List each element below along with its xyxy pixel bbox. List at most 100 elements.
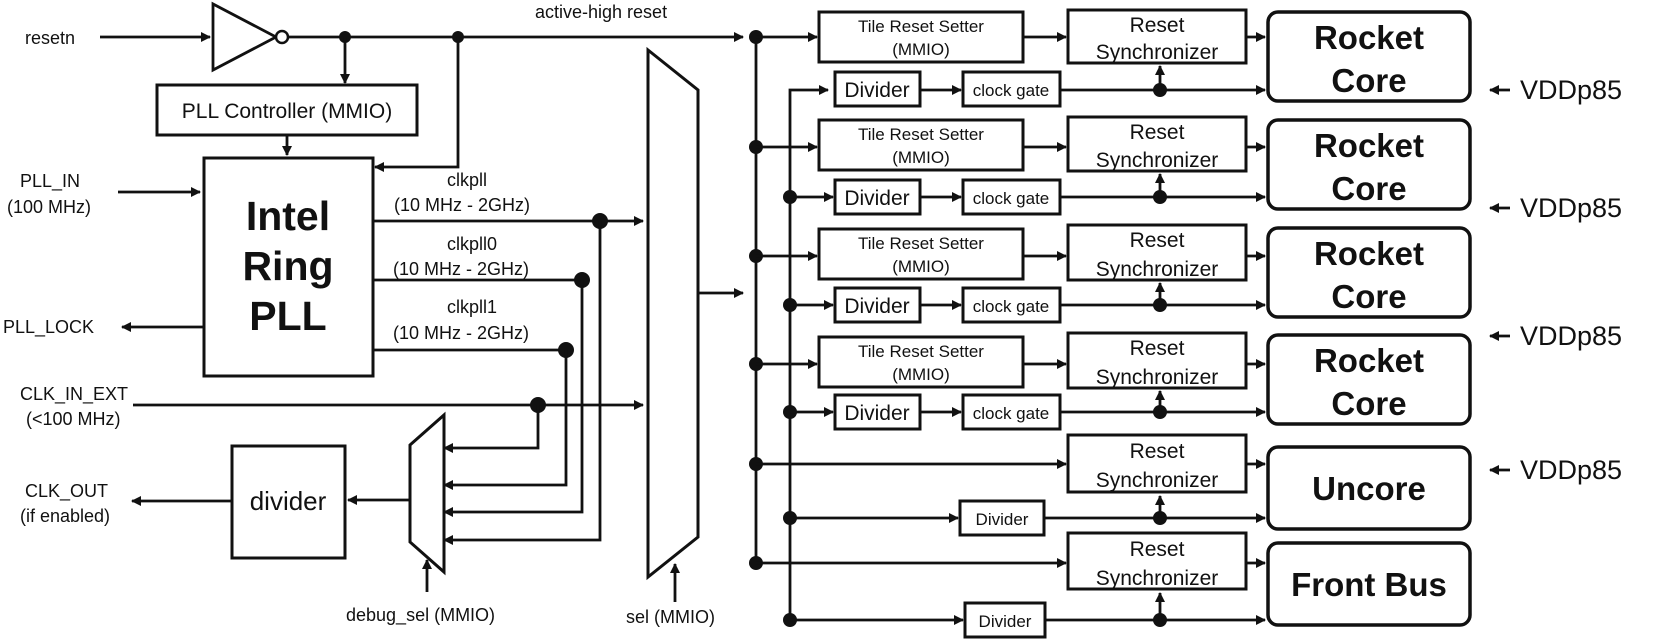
- reset-synchronizer-block: [1066, 115, 1248, 173]
- rocket-core-block: [1266, 226, 1472, 319]
- rocket-core-block: [1266, 333, 1472, 426]
- reset-synchronizer-block: [1066, 8, 1248, 65]
- clock-gate-block: [961, 286, 1062, 324]
- front-bus-domain: Reset Synchronizer Divider Front Bus: [749, 531, 1472, 639]
- reset-synchronizer-block: [1066, 331, 1248, 390]
- debug-sel-label: debug_sel (MMIO): [346, 605, 495, 626]
- debug-mux: [408, 411, 446, 576]
- rocket-tile-1: Tile Reset Setter (MMIO) Reset Synchroni…: [749, 8, 1472, 108]
- clk-out-label: CLK_OUT: [25, 481, 108, 502]
- tile-reset-setter-mmio-label: (MMIO): [892, 257, 950, 276]
- reset-synchronizer-block: [1066, 433, 1248, 494]
- vdd-label: VDDp85: [1520, 193, 1622, 223]
- tile-reset-setter-label: Tile Reset Setter: [858, 125, 984, 144]
- rocket-core-label-line2: Core: [1331, 170, 1406, 207]
- clock-gate-block: [961, 70, 1062, 108]
- clk-out-divider-block: [230, 444, 347, 560]
- uncore-block: [1266, 445, 1472, 531]
- clock-bus-wire: [788, 85, 829, 620]
- supply-labels: VDDp85 VDDp85 VDDp85 VDDp85: [1489, 75, 1622, 485]
- pll-controller-label: PLL Controller (MMIO): [182, 100, 392, 123]
- tile-reset-setter-block: [817, 335, 1025, 389]
- divider-label: Divider: [844, 79, 909, 102]
- clkpll-label: clkpll: [447, 170, 487, 190]
- clock-gate-label: clock gate: [973, 81, 1050, 100]
- rocket-core-block: [1266, 10, 1472, 103]
- reset-sync-label-line1: Reset: [1130, 538, 1185, 561]
- debug-mux-in-ext-wire: [443, 405, 540, 453]
- reset-sync-label-line1: Reset: [1130, 121, 1185, 144]
- clkpll0-label: clkpll0: [447, 234, 497, 254]
- divider-block: [833, 286, 922, 324]
- reset-sync-label-line1: Reset: [1130, 440, 1185, 463]
- pll-label-line3: PLL: [249, 293, 326, 339]
- debug-mux-in-pll0-wire: [443, 280, 584, 517]
- tile-reset-setter-block: [817, 10, 1025, 64]
- clock-gate-label: clock gate: [973, 189, 1050, 208]
- tile-reset-setter-label: Tile Reset Setter: [858, 17, 984, 36]
- reset-sync-label-line2: Synchronizer: [1096, 469, 1219, 492]
- tile-reset-setter-block: [817, 118, 1025, 172]
- clock-gate-label: clock gate: [973, 404, 1050, 423]
- clkpll0-range-label: (10 MHz - 2GHz): [393, 259, 529, 279]
- reset-sync-label-line1: Reset: [1130, 337, 1185, 360]
- clock-gate-label: clock gate: [973, 297, 1050, 316]
- uncore-label: Uncore: [1312, 470, 1426, 507]
- tile-reset-setter-label: Tile Reset Setter: [858, 342, 984, 361]
- pll-lock-label: PLL_LOCK: [3, 317, 94, 338]
- tile-reset-setter-mmio-label: (MMIO): [892, 148, 950, 167]
- reset-to-pll-wire: [374, 37, 460, 172]
- rocket-core-label-line2: Core: [1331, 62, 1406, 99]
- clk-in-ext-label: CLK_IN_EXT: [20, 384, 128, 405]
- pll-label-line1: Intel: [246, 193, 330, 239]
- reset-synchronizer-block: [1066, 531, 1248, 591]
- vdd-label: VDDp85: [1520, 321, 1622, 351]
- sel-label: sel (MMIO): [626, 607, 715, 627]
- divider-label: Divider: [844, 187, 909, 210]
- pll-in-freq-label: (100 MHz): [7, 197, 91, 217]
- reset-sync-label-line2: Synchronizer: [1096, 41, 1219, 64]
- inverter-icon: [211, 1, 290, 73]
- rocket-core-label-line1: Rocket: [1314, 19, 1424, 56]
- vdd-label: VDDp85: [1520, 75, 1622, 105]
- tile-reset-setter-mmio-label: (MMIO): [892, 40, 950, 59]
- rocket-core-label-line1: Rocket: [1314, 342, 1424, 379]
- clock-gate-block: [961, 178, 1062, 216]
- rocket-core-block: [1266, 118, 1472, 211]
- uncore-domain: Reset Synchronizer Divider Uncore: [749, 433, 1472, 537]
- divider-label: Divider: [976, 510, 1029, 529]
- clkpll1-range-label: (10 MHz - 2GHz): [393, 323, 529, 343]
- front-bus-label: Front Bus: [1291, 566, 1447, 603]
- reset-sync-label-line2: Synchronizer: [1096, 149, 1219, 172]
- debug-mux-in-pll-wire: [443, 221, 602, 545]
- divider-label: Divider: [844, 402, 909, 425]
- resetn-label: resetn: [25, 28, 75, 48]
- pll-controller-block: [155, 83, 419, 137]
- tile-reset-setter-block: [817, 227, 1025, 281]
- clk-out-note-label: (if enabled): [20, 506, 110, 526]
- rocket-core-label-line2: Core: [1331, 278, 1406, 315]
- tile-reset-setter-mmio-label: (MMIO): [892, 365, 950, 384]
- divider-block: [833, 393, 922, 431]
- debug-mux-in-pll1-wire: [443, 350, 568, 490]
- reset-sync-label-line1: Reset: [1130, 229, 1185, 252]
- rocket-tile-3: Tile Reset Setter (MMIO) Reset Synchroni…: [749, 223, 1472, 324]
- rocket-tile-4: Tile Reset Setter (MMIO) Reset Synchroni…: [749, 331, 1472, 431]
- tile-reset-setter-label: Tile Reset Setter: [858, 234, 984, 253]
- reset-sync-label-line2: Synchronizer: [1096, 366, 1219, 389]
- divider-label: Divider: [844, 295, 909, 318]
- pll-in-label: PLL_IN: [20, 171, 80, 192]
- rocket-core-label-line2: Core: [1331, 385, 1406, 422]
- reset-synchronizer-block: [1066, 223, 1248, 282]
- divider-label: Divider: [979, 612, 1032, 631]
- vdd-label: VDDp85: [1520, 455, 1622, 485]
- clock-select-mux: [646, 46, 700, 581]
- pll-label-line2: Ring: [242, 243, 333, 289]
- reset-sync-label-line2: Synchronizer: [1096, 567, 1219, 590]
- clk-in-ext-freq-label: (<100 MHz): [26, 409, 121, 429]
- intel-ring-pll-block: [202, 156, 375, 378]
- clkpll1-label: clkpll1: [447, 297, 497, 317]
- clkpll-range-label: (10 MHz - 2GHz): [394, 195, 530, 215]
- rocket-core-label-line1: Rocket: [1314, 127, 1424, 164]
